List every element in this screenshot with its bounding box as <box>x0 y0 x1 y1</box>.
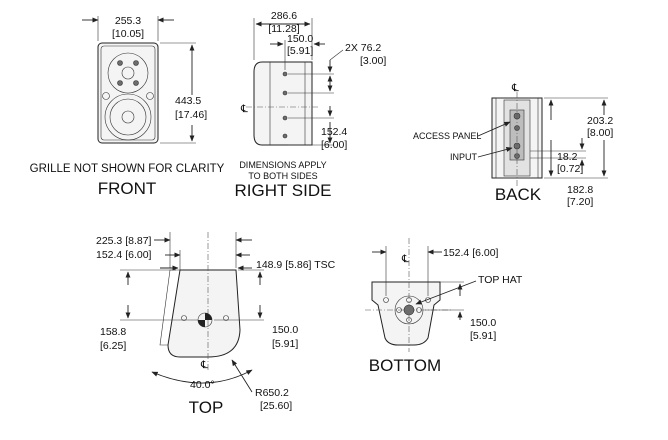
back-panel-in: [7.20] <box>567 196 593 208</box>
bottom-title: BOTTOM <box>369 356 441 375</box>
back-input: INPUT <box>450 152 478 162</box>
front-width-in: [10.05] <box>112 28 144 40</box>
right-side-view: ℄ 286.6 [11.28] 150.0 [5.91] 2X 76.2 [3.… <box>235 10 387 200</box>
bottom-width: 152.4 [6.00] <box>443 247 499 259</box>
top-offset-mm: 150.0 <box>272 324 298 336</box>
front-height-in: [17.46] <box>175 109 207 121</box>
right-spacing-in: [3.00] <box>360 55 386 67</box>
back-centerline: ℄ <box>511 82 519 94</box>
front-note: GRILLE NOT SHOWN FOR CLARITY <box>30 163 225 175</box>
back-input-in: [0.72] <box>557 163 583 175</box>
bottom-depth-in: [5.91] <box>470 330 496 342</box>
front-title: FRONT <box>98 179 157 198</box>
front-view: 255.3 [10.05] 443.5 [17.46] GRILLE NOT S… <box>30 15 225 198</box>
right-hole-offset-in: [5.91] <box>287 45 313 57</box>
bottom-centerline: ℄ <box>401 253 409 265</box>
bottom-view: ℄ 152.4 [6.00] TOP HAT 150.0 [5.91] BOTT… <box>365 238 523 375</box>
top-width-outer: 225.3 [8.87] <box>96 235 152 247</box>
back-height-in: [8.00] <box>587 127 613 139</box>
top-depth-in: [6.25] <box>100 340 126 352</box>
top-radius-in: [25.60] <box>260 400 292 412</box>
top-tsc: 148.9 [5.86] TSC <box>256 259 336 271</box>
bottom-depth-mm: 150.0 <box>470 317 496 329</box>
back-access-panel: ACCESS PANEL <box>413 131 481 141</box>
top-width-inner: 152.4 [6.00] <box>96 249 152 261</box>
back-view: ℄ ACCESS PANEL INPUT 203.2 [8.00] 18.2 [… <box>413 82 613 208</box>
front-width-mm: 255.3 <box>115 15 141 27</box>
right-depth-in: [11.28] <box>268 23 299 35</box>
top-centerline: ℄ <box>200 359 208 371</box>
top-offset-in: [5.91] <box>272 338 298 350</box>
back-input-mm: 18.2 <box>557 151 578 163</box>
top-radius-mm: R650.2 <box>255 387 289 399</box>
top-title: TOP <box>189 398 224 417</box>
front-height-mm: 443.5 <box>175 95 201 107</box>
right-hole-offset-mm: 150.0 <box>287 33 313 45</box>
back-height-mm: 203.2 <box>587 115 613 127</box>
right-side-centerline: ℄ <box>240 103 248 115</box>
right-bottom-in: [6.00] <box>321 139 347 151</box>
right-note-line1: DIMENSIONS APPLY <box>239 160 326 170</box>
right-bottom-mm: 152.4 <box>321 126 347 138</box>
right-depth-mm: 286.6 <box>271 10 297 22</box>
top-angle: 40.0° <box>190 379 215 391</box>
back-title: BACK <box>495 185 542 204</box>
right-spacing: 2X 76.2 <box>345 42 381 54</box>
right-side-title: RIGHT SIDE <box>235 181 332 200</box>
bottom-top-hat: TOP HAT <box>478 274 523 286</box>
top-depth-mm: 158.8 <box>100 326 126 338</box>
right-note-line2: TO BOTH SIDES <box>248 171 317 181</box>
back-panel-mm: 182.8 <box>567 184 593 196</box>
top-view: ℄ 225.3 [8.87] 152.4 [6.00] 148.9 [5.86]… <box>96 232 336 417</box>
